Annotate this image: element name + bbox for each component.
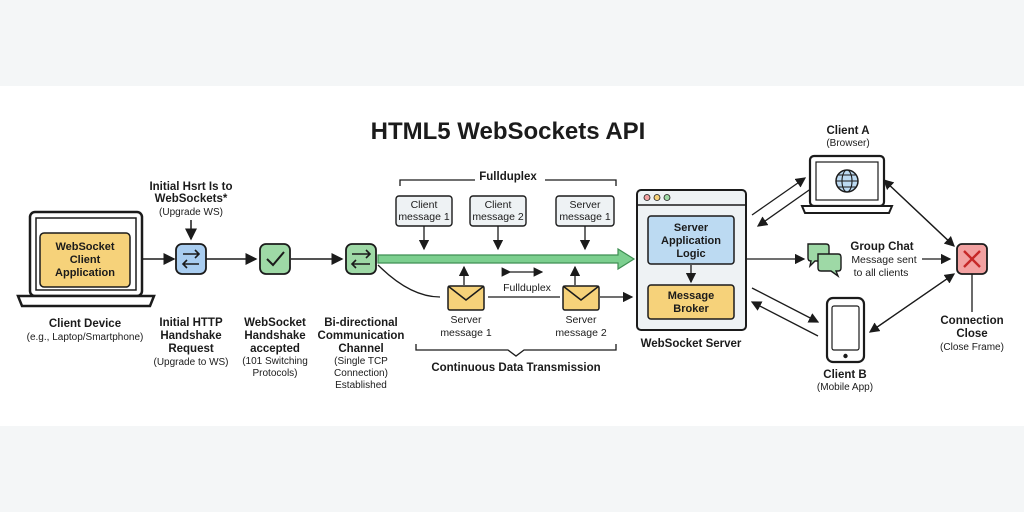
diagram-title: HTML5 WebSockets API (371, 118, 646, 145)
handshake-line4: (101 Switching (242, 356, 308, 367)
handshake-line2: Handshake (244, 330, 305, 342)
upgrade-bottom-line4: (Upgrade to WS) (153, 357, 228, 368)
client-a-line1: Client A (826, 125, 869, 137)
close-line3: (Close Frame) (940, 342, 1004, 353)
handshake-line5: Protocols) (252, 368, 297, 379)
websocket-server-window: Server Application Logic Message Broker (636, 189, 747, 331)
arrow-server-to-client-b (751, 287, 820, 323)
top-message-box-1: Client message 1 (395, 195, 453, 227)
top-message-3-line1: Server (570, 199, 601, 211)
server-logic-line1: Server (674, 222, 709, 234)
channel-line6: Established (335, 380, 387, 391)
upgrade-top-line2: WebSockets* (155, 193, 228, 205)
channel-line2: Communication (318, 330, 405, 342)
close-x-icon (956, 243, 988, 275)
lower-channel-curve (377, 264, 441, 298)
client-app-line1: WebSocket (55, 241, 114, 253)
handshake-line1: WebSocket (244, 317, 306, 329)
server-logic-line2: Application (661, 235, 721, 247)
swap-arrows-icon (175, 243, 207, 275)
envelope-2-line1: Server (566, 314, 597, 326)
arrow-close-to-client-a (883, 179, 955, 247)
arrow-client-a-to-server (756, 187, 813, 227)
arrow-server-to-client-a (751, 177, 807, 216)
upgrade-bottom-line2: Handshake (160, 330, 221, 342)
upgrade-bottom-line3: Request (168, 343, 214, 355)
diagram-canvas: HTML5 WebSockets API WebSocket Client Ap… (0, 86, 1024, 426)
arrow-client-b-to-server (750, 301, 819, 337)
group-chat-line2: Message sent (851, 254, 916, 266)
client-b-line1: Client B (823, 369, 866, 381)
top-message-3-line2: message 1 (559, 211, 611, 223)
envelope-icon (447, 285, 485, 311)
smartphone-icon (825, 296, 866, 364)
arrow-close-to-client-b (868, 273, 955, 333)
server-label: WebSocket Server (641, 338, 742, 350)
channel-line3: Channel (338, 343, 383, 355)
broker-line2: Broker (673, 303, 709, 315)
upgrade-bottom-line1: Initial HTTP (159, 317, 223, 329)
client-app-box (39, 232, 131, 288)
bidirectional-arrows-icon (345, 243, 377, 275)
client-a-line2: (Browser) (826, 138, 869, 149)
top-message-1-line2: message 1 (398, 211, 450, 223)
top-message-box-2: Client message 2 (469, 195, 527, 227)
top-message-1-line1: Client (411, 199, 438, 211)
envelope-icon (562, 285, 600, 311)
broker-line1: Message (668, 290, 714, 302)
handshake-line3: accepted (250, 343, 300, 355)
channel-line4: (Single TCP (334, 356, 388, 367)
channel-line5: Connection) (334, 368, 388, 379)
continuous-label: Continuous Data Transmission (431, 362, 600, 374)
client-b-line2: (Mobile App) (817, 382, 873, 393)
client-app-line2: Client (70, 254, 101, 266)
close-line2: Close (956, 328, 987, 340)
group-chat-line3: to all clients (854, 267, 909, 279)
client-app-line3: Application (55, 267, 115, 279)
group-chat-line1: Group Chat (850, 241, 913, 253)
close-line1: Connection (940, 315, 1003, 327)
top-message-box-3: Server message 1 (555, 195, 615, 227)
channel-arrow (377, 247, 636, 271)
websocket-diagram: HTML5 WebSockets API WebSocket Client Ap… (16, 118, 1004, 393)
upgrade-top-line3: (Upgrade WS) (159, 207, 223, 218)
message-broker-box (647, 284, 735, 320)
top-message-2-line2: message 2 (472, 211, 524, 223)
envelope-1-line1: Server (451, 314, 482, 326)
client-device-sublabel: (e.g., Laptop/Smartphone) (27, 332, 144, 343)
client-device-laptop: WebSocket Client Application (16, 210, 156, 308)
continuous-brace (415, 344, 617, 357)
chat-bubbles-icon (807, 243, 842, 278)
server-logic-line3: Logic (676, 248, 705, 260)
top-message-2-line1: Client (485, 199, 512, 211)
envelope-2-line2: message 2 (555, 327, 607, 339)
envelope-1-line2: message 1 (440, 327, 492, 339)
globe-icon (835, 169, 859, 193)
check-icon (259, 243, 291, 275)
channel-line1: Bi-directional (324, 317, 397, 329)
fullduplex-mid-label: Fullduplex (503, 282, 552, 294)
fullduplex-top-label: Fullduplex (479, 171, 537, 183)
upgrade-top-line1: Initial Hsrt Is to (149, 181, 232, 193)
server-logic-box (647, 215, 735, 265)
client-device-label: Client Device (49, 318, 121, 330)
